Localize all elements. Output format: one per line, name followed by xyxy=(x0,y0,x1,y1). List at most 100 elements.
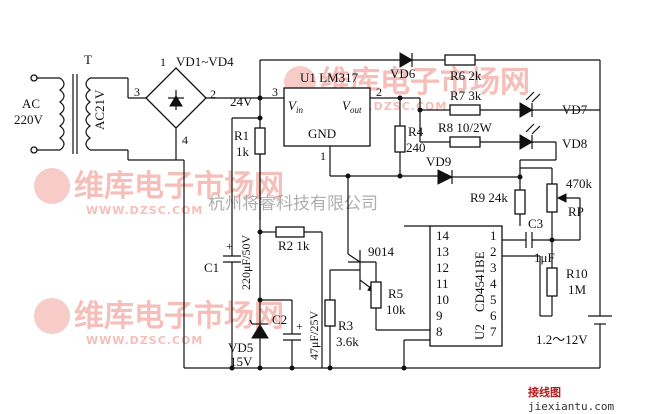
junction-dot xyxy=(517,174,523,180)
r3-value: 3.6k xyxy=(336,334,359,349)
rp-body xyxy=(546,183,558,213)
battery: 1.2～12V xyxy=(536,110,612,368)
junction-dot xyxy=(229,365,235,371)
r10-value: 1M xyxy=(568,282,587,297)
vout-label: Vout xyxy=(342,98,362,115)
transistor-label: 9014 xyxy=(368,244,395,259)
rp-value: 470k xyxy=(566,176,593,191)
ac-voltage-label: 220V xyxy=(14,112,44,127)
r5-body xyxy=(370,281,382,309)
junction-dot xyxy=(257,229,263,235)
vd5-value: 15V xyxy=(230,354,253,369)
r5-value: 10k xyxy=(386,302,406,317)
resistor-r2: R2 1k xyxy=(257,226,323,368)
u1-label: U1 LM317 xyxy=(300,70,359,85)
r4-body xyxy=(394,125,406,153)
junction-dot xyxy=(257,95,263,101)
r6-body xyxy=(444,54,476,66)
r7-body xyxy=(449,104,481,116)
watermark-text: 维库电子市场网 xyxy=(74,169,284,204)
regulator-u1: U1 LM317 3 2 1 Vin Vout GND xyxy=(272,70,400,176)
r2-label: R2 1k xyxy=(278,238,310,253)
c2-plus: + xyxy=(296,319,303,333)
bridge-node-4: 4 xyxy=(182,133,188,147)
resistor-r9: R9 24k xyxy=(470,189,526,226)
resistor-r6: R6 2k xyxy=(444,54,600,83)
potentiometer-rp: 470k RP xyxy=(520,167,593,240)
led-vd8: VD8 xyxy=(519,123,587,151)
site-name: 接线图 xyxy=(528,385,561,399)
ic-pin-label: 9 xyxy=(436,308,443,323)
watermark-logo-icon xyxy=(34,298,70,334)
battery-voltage-label: 1.2～12V xyxy=(536,332,588,347)
watermark-logo-icon xyxy=(34,168,70,204)
c2-label: C2 xyxy=(272,312,287,327)
vd6-diode-icon xyxy=(399,52,413,68)
ic-pin-label: 3 xyxy=(490,260,497,275)
bridge-node-2: 2 xyxy=(210,87,216,101)
terminal-icon xyxy=(30,74,38,82)
u1-body xyxy=(283,87,371,147)
r4-label: R4 xyxy=(408,124,424,139)
vd6-label: VD6 xyxy=(390,66,416,81)
r9-body xyxy=(514,189,526,215)
watermark-text: 维库电子市场网 xyxy=(74,299,284,334)
primary-coil-icon xyxy=(59,77,65,151)
r5-label: R5 xyxy=(388,286,403,301)
r9-label: R9 24k xyxy=(470,190,508,205)
c1-value: 220μF/50V xyxy=(239,235,253,290)
r8-body xyxy=(449,136,481,148)
secondary-coil-icon xyxy=(85,77,91,151)
resistor-r3: R3 3.6k xyxy=(324,299,359,368)
diode-vd9: VD9 xyxy=(426,154,520,185)
ic-pin-label: 11 xyxy=(436,276,449,291)
resistor-r5: R5 10k xyxy=(348,261,430,331)
r3-label: R3 xyxy=(338,318,353,333)
vd8-label: VD8 xyxy=(562,136,587,151)
r2-body xyxy=(275,226,305,238)
resistor-r7: R7 3k xyxy=(449,88,520,116)
resistor-r1: R1 1k xyxy=(234,127,266,300)
c1-plus: + xyxy=(226,239,233,253)
site-url: jiexiantu.com xyxy=(528,400,614,413)
ic-pin-label: 6 xyxy=(490,308,497,323)
site-logo: 接线图 jiexiantu.com xyxy=(528,385,614,413)
led-vd7: VD7 xyxy=(519,91,588,118)
resistor-r4: R4 240 xyxy=(394,124,426,176)
transformer-label: T xyxy=(84,52,92,67)
vd9-diode-icon xyxy=(437,169,454,185)
watermark-url: WWW.DZSC.COM xyxy=(86,334,203,347)
u1-pin3: 3 xyxy=(272,85,278,99)
terminal-icon xyxy=(30,146,38,154)
r10-body xyxy=(546,267,558,297)
ic-pin-label: 14 xyxy=(436,228,450,243)
ic-pin-label: 13 xyxy=(436,244,449,259)
bridge-node-3: 3 xyxy=(134,85,140,99)
u1-pin2: 2 xyxy=(376,85,382,99)
resistor-r8: R8 10/2W xyxy=(438,120,520,148)
r1-body xyxy=(254,127,266,155)
vd5-label: VD5 xyxy=(228,340,253,355)
c3-label: C3 xyxy=(528,216,543,231)
ac-label: AC xyxy=(22,96,40,111)
vd9-label: VD9 xyxy=(426,154,451,169)
ic-label: CD4541BE xyxy=(472,251,487,312)
capacitor-c2: + C2 47μF/25V xyxy=(257,297,321,368)
diode-vd6: VD6 xyxy=(390,52,445,81)
transformer-t: T AC21V xyxy=(59,52,176,161)
transistor-9014: 9014 xyxy=(329,176,395,316)
r7-label: R7 3k xyxy=(450,88,482,103)
r6-label: R6 2k xyxy=(450,68,482,83)
c2-value: 47μF/25V xyxy=(307,311,321,360)
ic-pin-label: 1 xyxy=(490,228,497,243)
r4-value: 240 xyxy=(406,140,426,155)
r10-label: R10 xyxy=(566,266,588,281)
r1-value: 1k xyxy=(236,144,250,159)
ic-pin-label: 5 xyxy=(490,292,497,307)
gnd-label: GND xyxy=(308,126,336,141)
r8-label: R8 10/2W xyxy=(438,120,493,135)
watermark-bottom: 维库电子市场网 WWW.DZSC.COM xyxy=(34,298,284,347)
